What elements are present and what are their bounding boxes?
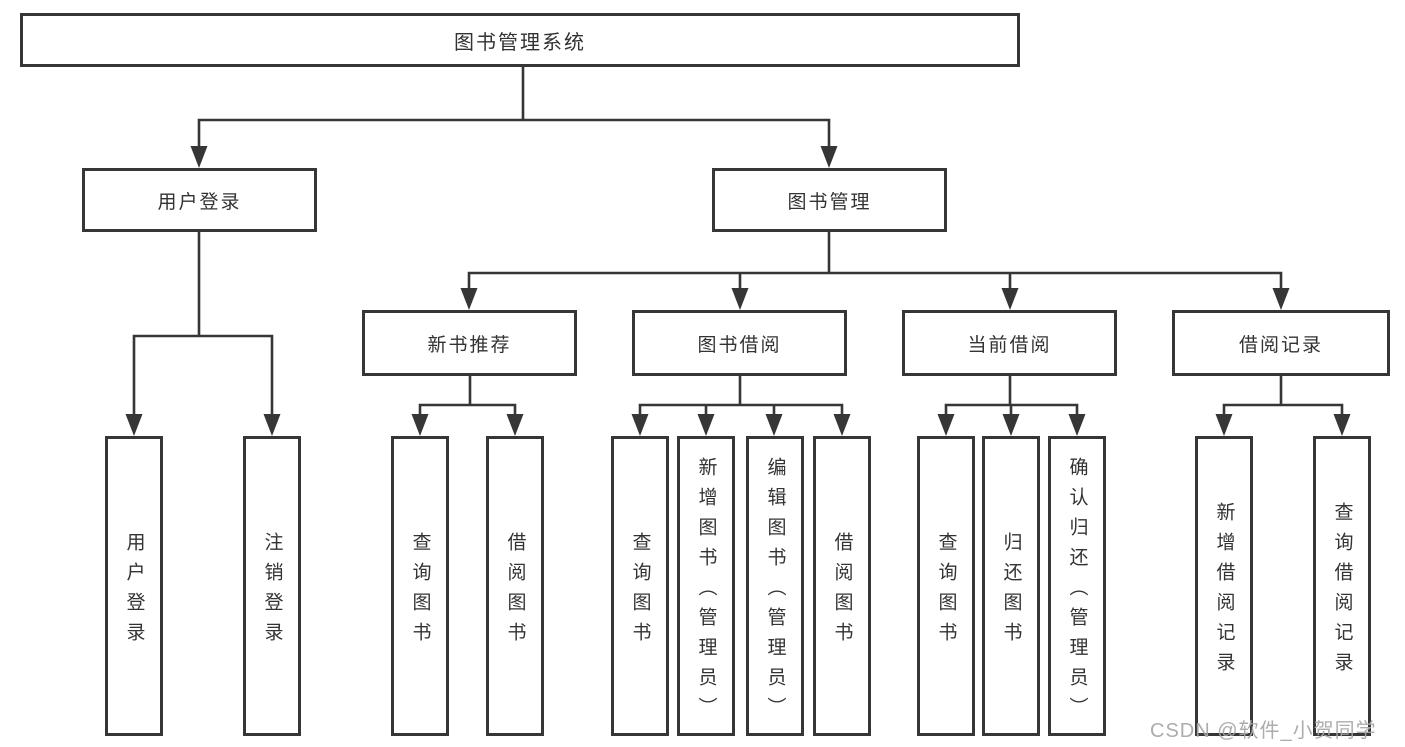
leaf-return-books: 归还图书 bbox=[982, 436, 1040, 736]
leaf-return-books-label: 归还图书 bbox=[1000, 531, 1022, 652]
leaf-recommend-query-books: 查询图书 bbox=[391, 436, 449, 736]
leaf-user-login-label: 用户登录 bbox=[123, 531, 145, 652]
leaf-borrow-query-books-label: 查询图书 bbox=[629, 531, 651, 652]
node-book-management-label: 图书管理 bbox=[787, 191, 872, 213]
leaf-recommend-borrow-books-label: 借阅图书 bbox=[504, 531, 526, 652]
leaf-add-books-admin: 新增图书（管理员） bbox=[677, 436, 735, 736]
node-new-book-recommend: 新书推荐 bbox=[362, 310, 577, 376]
leaf-borrow-books-label: 借阅图书 bbox=[831, 531, 853, 652]
leaf-borrow-books: 借阅图书 bbox=[813, 436, 871, 736]
leaf-confirm-return-admin-label: 确认归还（管理员） bbox=[1066, 456, 1088, 727]
node-book-management: 图书管理 bbox=[712, 168, 947, 232]
leaf-query-borrow-record-label: 查询借阅记录 bbox=[1331, 501, 1353, 682]
leaf-borrow-query-books: 查询图书 bbox=[611, 436, 669, 736]
node-library-system-label: 图书管理系统 bbox=[454, 31, 586, 54]
node-borrow-records-label: 借阅记录 bbox=[1238, 334, 1323, 356]
leaf-add-borrow-record-label: 新增借阅记录 bbox=[1213, 501, 1235, 682]
leaf-logout: 注销登录 bbox=[243, 436, 301, 736]
arrowhead-icons bbox=[125, 146, 1351, 436]
node-current-borrow-label: 当前借阅 bbox=[967, 334, 1052, 356]
leaf-current-query-books-label: 查询图书 bbox=[935, 531, 957, 652]
node-user-login-label: 用户登录 bbox=[157, 191, 242, 213]
leaf-current-query-books: 查询图书 bbox=[917, 436, 975, 736]
leaf-recommend-borrow-books: 借阅图书 bbox=[486, 436, 544, 736]
csdn-watermark: CSDN @软件_小贺同学 bbox=[1150, 720, 1377, 742]
node-book-borrow: 图书借阅 bbox=[632, 310, 847, 376]
node-borrow-records: 借阅记录 bbox=[1172, 310, 1390, 376]
leaf-recommend-query-books-label: 查询图书 bbox=[409, 531, 431, 652]
node-current-borrow: 当前借阅 bbox=[902, 310, 1117, 376]
leaf-logout-label: 注销登录 bbox=[261, 531, 283, 652]
leaf-add-books-admin-label: 新增图书（管理员） bbox=[695, 456, 717, 727]
leaf-query-borrow-record: 查询借阅记录 bbox=[1313, 436, 1371, 736]
leaf-add-borrow-record: 新增借阅记录 bbox=[1195, 436, 1253, 736]
leaf-user-login: 用户登录 bbox=[105, 436, 163, 736]
leaf-confirm-return-admin: 确认归还（管理员） bbox=[1048, 436, 1106, 736]
node-book-borrow-label: 图书借阅 bbox=[697, 334, 782, 356]
node-library-system: 图书管理系统 bbox=[20, 13, 1020, 67]
node-user-login: 用户登录 bbox=[82, 168, 317, 232]
leaf-edit-books-admin-label: 编辑图书（管理员） bbox=[764, 456, 786, 727]
leaf-edit-books-admin: 编辑图书（管理员） bbox=[746, 436, 804, 736]
node-new-book-recommend-label: 新书推荐 bbox=[427, 334, 512, 356]
